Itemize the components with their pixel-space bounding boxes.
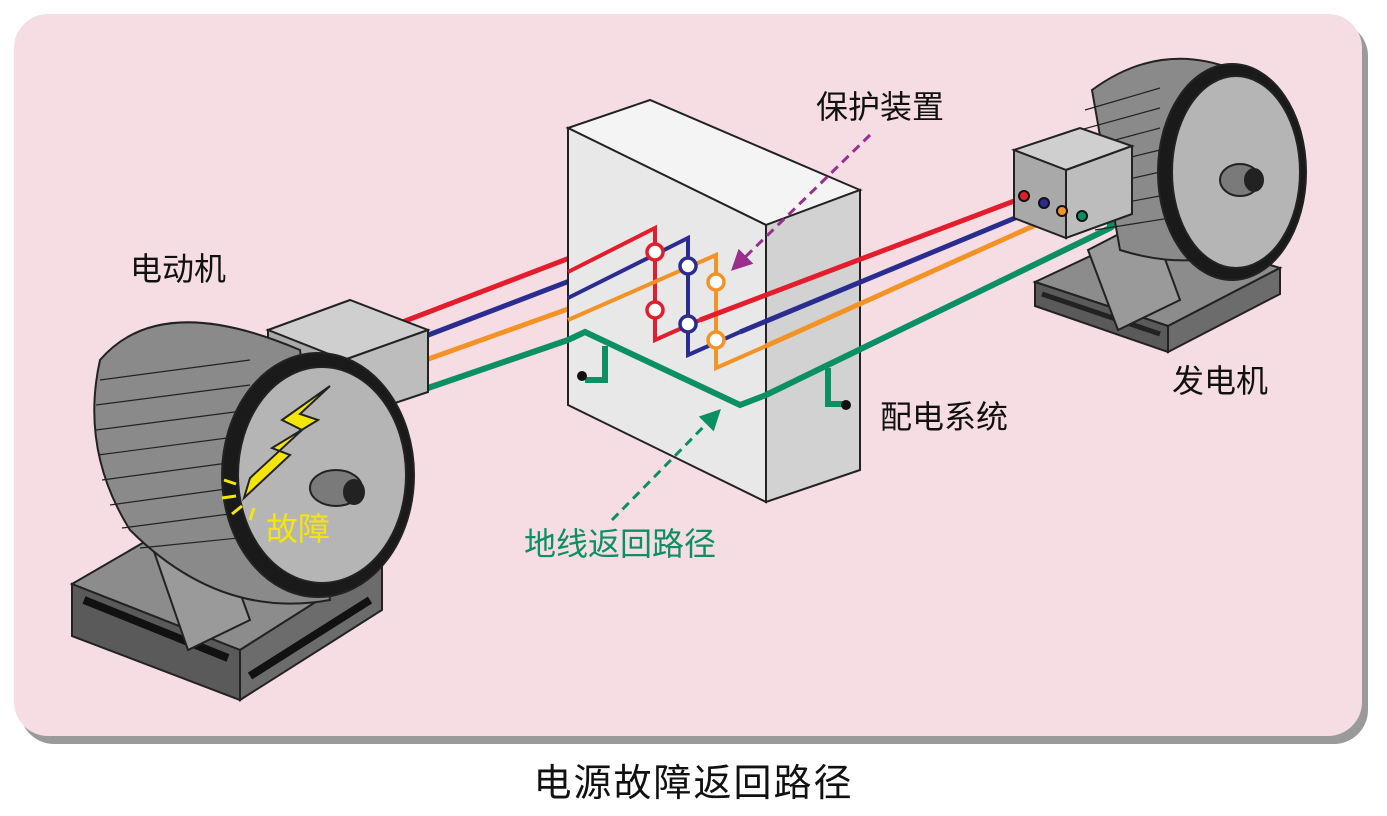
red-fuse-top <box>645 242 665 262</box>
orange-fuse-top <box>706 272 726 292</box>
generator-base-side <box>1167 266 1281 354</box>
motor <box>69 298 431 702</box>
protection-label: 保护装置 <box>816 88 944 126</box>
ground-wire-box <box>566 328 768 409</box>
distribution-label: 配电系统 <box>880 398 1008 436</box>
red-wire-right <box>699 195 1023 323</box>
ground-path-arrow <box>610 409 721 522</box>
fault-label: 故障 <box>266 510 330 548</box>
orange-wire-right <box>764 211 1062 349</box>
protection-switches <box>645 242 726 350</box>
ground-terminal-right <box>841 400 851 410</box>
blue-wire-right <box>739 203 1045 335</box>
blue-fuse-bottom <box>678 314 698 334</box>
protection-arrow <box>730 133 872 271</box>
red-wire-box <box>567 224 701 344</box>
orange-fuse-bottom <box>706 330 726 350</box>
lightning-bolt-icon <box>241 385 331 502</box>
figure-caption: 电源故障返回路径 <box>533 761 854 805</box>
ground-stub-right <box>825 368 846 407</box>
generator <box>1011 57 1307 354</box>
box-side <box>765 188 861 504</box>
wires-right <box>699 195 1062 349</box>
red-fuse-bottom <box>645 300 665 320</box>
motor-label: 电动机 <box>130 250 226 288</box>
ground-wire-left <box>427 337 569 391</box>
fault-lightning <box>221 385 331 521</box>
blue-fuse-top <box>678 256 698 276</box>
ground-stub-left <box>585 346 608 383</box>
generator-label: 发电机 <box>1172 362 1268 400</box>
ground-terminal-left <box>577 371 587 381</box>
ground-path-label: 地线返回路径 <box>524 525 716 563</box>
generator-terminals <box>1018 190 1088 222</box>
fault-return-path-diagram: 电动机 故障 保护装置 配电系统 发电机 地线返回路径 <box>14 14 1368 744</box>
